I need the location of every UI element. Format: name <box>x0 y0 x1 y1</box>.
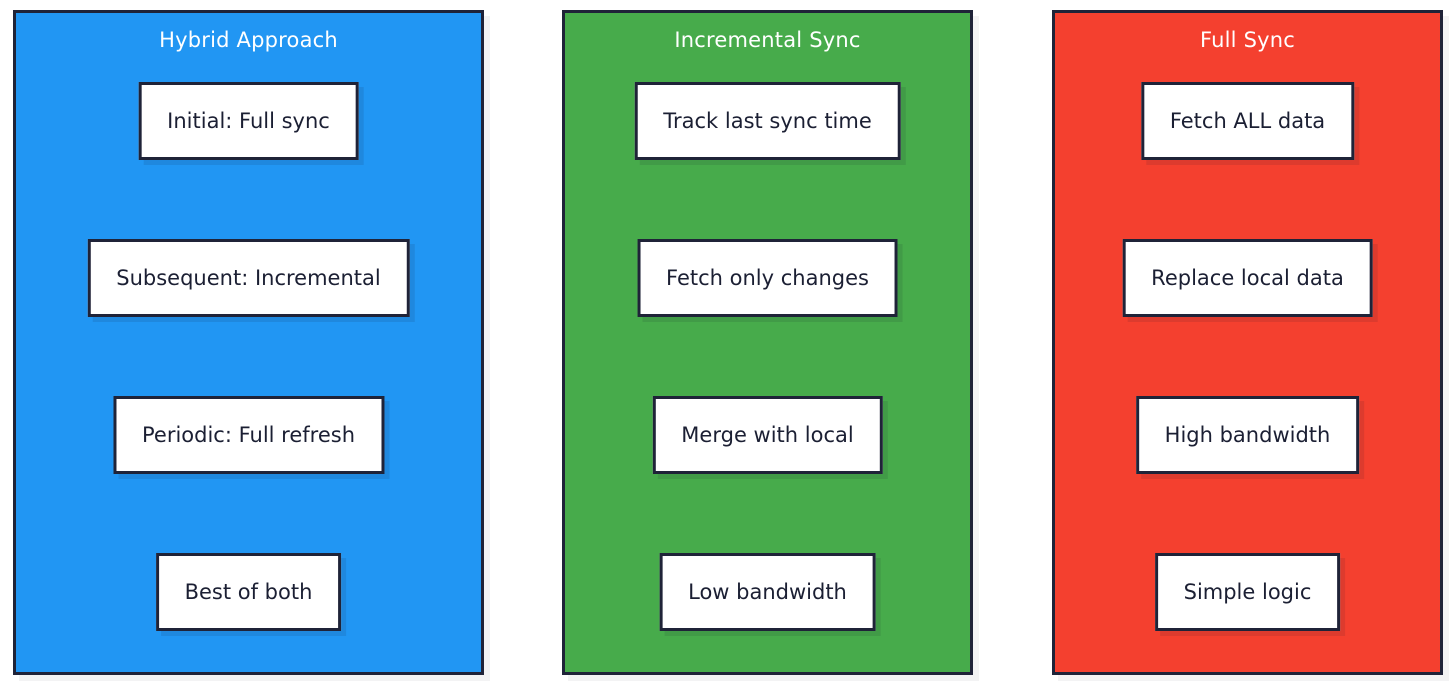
panel-title-full-sync: Full Sync <box>1200 28 1295 52</box>
node-incremental-merge-with-local: Merge with local <box>652 396 883 474</box>
node-full-fetch-all-data: Fetch ALL data <box>1140 82 1355 160</box>
node-hybrid-subsequent-incremental: Subsequent: Incremental <box>87 239 410 317</box>
node-full-high-bandwidth: High bandwidth <box>1135 396 1360 474</box>
panel-incremental-sync: Incremental Sync Track last sync time Fe… <box>562 10 973 675</box>
node-full-simple-logic: Simple logic <box>1154 553 1341 631</box>
node-hybrid-best-of-both: Best of both <box>155 553 342 631</box>
node-hybrid-initial-full-sync: Initial: Full sync <box>138 82 359 160</box>
panel-title-hybrid-approach: Hybrid Approach <box>159 28 338 52</box>
panel-full-sync: Full Sync Fetch ALL data Replace local d… <box>1052 10 1443 675</box>
panel-title-incremental-sync: Incremental Sync <box>674 28 861 52</box>
node-hybrid-periodic-full-refresh: Periodic: Full refresh <box>112 396 385 474</box>
panel-hybrid-approach: Hybrid Approach Initial: Full sync Subse… <box>13 10 484 675</box>
node-full-replace-local-data: Replace local data <box>1122 239 1373 317</box>
node-incremental-fetch-only-changes: Fetch only changes <box>637 239 898 317</box>
node-incremental-track-last-sync-time: Track last sync time <box>634 82 901 160</box>
node-incremental-low-bandwidth: Low bandwidth <box>659 553 876 631</box>
